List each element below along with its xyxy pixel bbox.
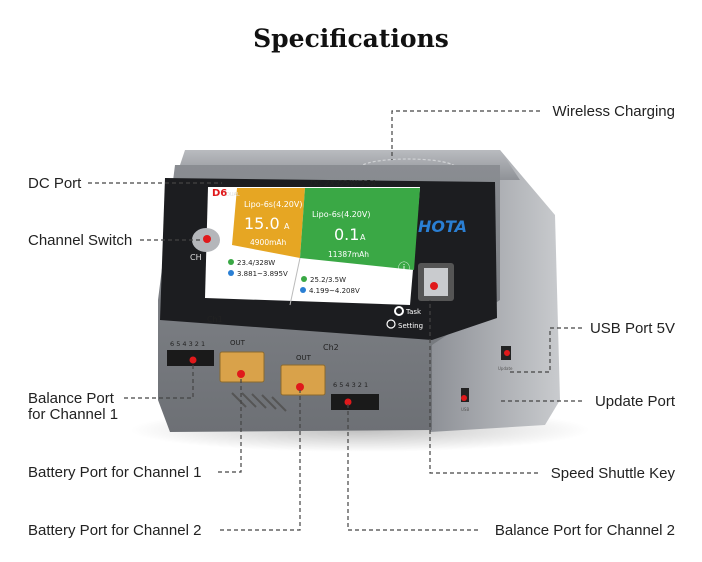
balance-port-ch2[interactable] xyxy=(331,394,379,410)
battery-port-ch2[interactable] xyxy=(280,364,326,396)
model-text: D6 xyxy=(212,188,227,199)
model-sub-text: DUAL xyxy=(226,192,240,198)
leader-speed-shuttle xyxy=(429,300,538,474)
marker-dot xyxy=(203,235,211,243)
ch1-label: Ch1 xyxy=(207,315,223,324)
label-wireless-charging: Wireless Charging xyxy=(552,103,675,120)
label-balance-port-ch1-line1: Balance Port xyxy=(28,390,114,407)
label-update-port: Update Port xyxy=(594,393,675,410)
info-rotate-icon: ⓘ xyxy=(398,261,410,275)
ch1-voltage: 3.881~3.895V xyxy=(237,270,288,278)
label-channel-switch: Channel Switch xyxy=(28,232,133,249)
leader-balance-ch1 xyxy=(124,364,194,399)
ch2-unit: A xyxy=(360,233,366,242)
page-title: Specifications xyxy=(253,24,449,53)
ch1-unit: A xyxy=(284,222,290,231)
leader-battery-ch1 xyxy=(218,376,242,473)
battery-port-ch1[interactable] xyxy=(219,351,265,383)
label-battery-port-ch1: Battery Port for Channel 1 xyxy=(28,464,202,481)
leader-usb xyxy=(508,327,582,373)
ch-button-label: CH xyxy=(190,253,202,262)
vent-slots xyxy=(231,392,287,412)
brand-logo: HOTA xyxy=(418,217,467,236)
task-button[interactable] xyxy=(394,306,404,316)
ch1-battery: Lipo-6s(4.20V) xyxy=(244,200,302,209)
label-balance-port-ch2: Balance Port for Channel 2 xyxy=(494,522,675,539)
leader-wireless xyxy=(391,110,540,160)
setting-button[interactable] xyxy=(386,319,396,329)
ch2-power: 25.2/3.5W xyxy=(310,276,346,284)
ch2-current: 0.1 xyxy=(334,225,359,244)
label-dc-port: DC Port xyxy=(28,175,82,192)
update-mark: Update xyxy=(498,366,513,371)
ch2-capacity: 11387mAh xyxy=(328,250,369,259)
update-port[interactable] xyxy=(461,388,469,402)
leader-battery-ch2 xyxy=(220,390,301,531)
task-label: Task xyxy=(405,308,422,316)
usb-mark: USB xyxy=(461,407,469,412)
label-usb-port: USB Port 5V xyxy=(589,320,675,337)
balance-pins-ch2: 6 5 4 3 2 1 xyxy=(333,381,368,389)
screen-header: DC 2X325W 15A xyxy=(310,179,376,188)
ch1-panel xyxy=(232,188,305,258)
balance-pins-ch1: 6 5 4 3 2 1 xyxy=(170,340,205,348)
label-speed-shuttle-key: Speed Shuttle Key xyxy=(550,465,675,482)
ch1-capacity: 4900mAh xyxy=(250,238,287,247)
ch2-panel xyxy=(300,188,420,270)
out-label-ch2: OUT xyxy=(296,354,312,362)
label-battery-port-ch2: Battery Port for Channel 2 xyxy=(28,522,202,539)
out-label-ch1: OUT xyxy=(230,339,246,347)
ch2-label: Ch2 xyxy=(323,343,339,352)
lcd-screen: D6 DUAL DC 2X325W 15A Lipo-6s(4.20V) 15.… xyxy=(205,179,467,306)
setting-label: Setting xyxy=(398,322,423,330)
ch1-power: 23.4/328W xyxy=(237,259,275,267)
leader-balance-ch2 xyxy=(347,404,478,531)
ch1-current: 15.0 xyxy=(244,214,280,233)
label-balance-port-ch1-line2: for Channel 1 xyxy=(28,406,119,423)
marker-dot xyxy=(430,282,438,290)
ch2-battery: Lipo-6s(4.20V) xyxy=(312,210,370,219)
ch2-voltage: 4.199~4.208V xyxy=(309,287,360,295)
